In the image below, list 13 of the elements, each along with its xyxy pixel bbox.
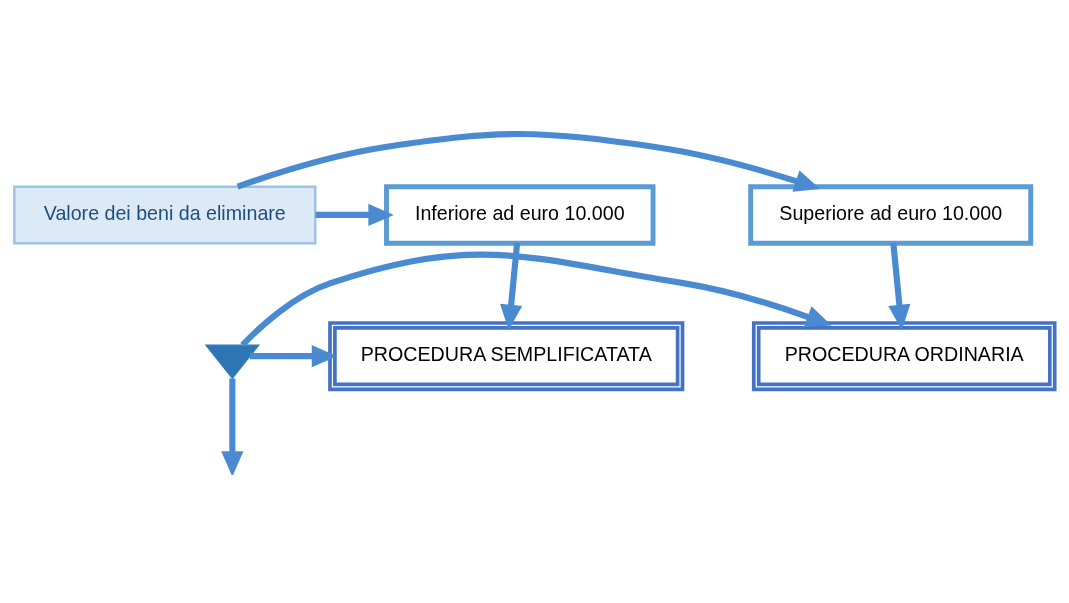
arrow: [315, 203, 394, 226]
node-box: Inferiore ad euro 10.000: [384, 183, 656, 246]
arrow: [236, 130, 821, 192]
arrow: [240, 251, 832, 347]
arrow: [888, 242, 911, 330]
node-box: PROCEDURA ORDINARIA: [751, 320, 1057, 391]
node-box: Valore dei beni da eliminare: [13, 184, 317, 244]
arrow: [221, 377, 244, 475]
arrow: [250, 344, 338, 367]
arrow: [500, 242, 523, 330]
node-box: Superiore ad euro 10.000: [748, 183, 1034, 246]
node-arrow: [204, 344, 260, 379]
node-box: PROCEDURA SEMPLIFICATATA: [328, 320, 685, 391]
